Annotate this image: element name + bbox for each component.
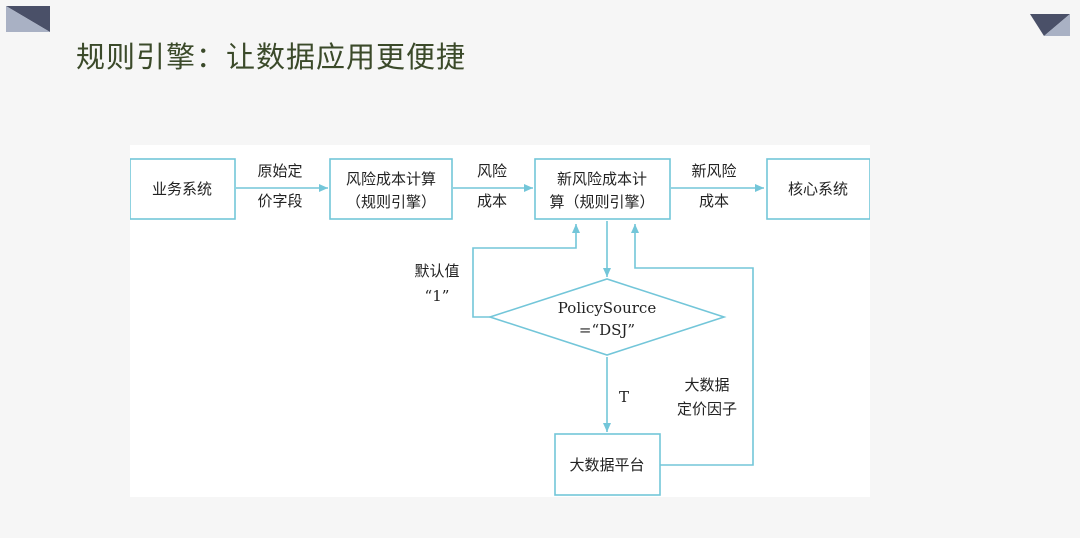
flowchart: 业务系统 风险成本计算 （规则引擎） 新风险成本计 算（规则引擎） 核心系统 P… xyxy=(130,158,870,496)
node-new-risk-cost-label-2: 算（规则引擎） xyxy=(549,193,654,211)
node-decision xyxy=(487,278,727,356)
node-risk-cost-calc xyxy=(329,158,453,220)
node-business-system-label: 业务系统 xyxy=(152,180,212,198)
edge-label-big-data-factor-1: 大数据 xyxy=(684,376,729,394)
node-decision-label-2: =“DSJ” xyxy=(579,321,635,339)
edge-factor-loop xyxy=(631,224,754,466)
node-big-data-platform-label: 大数据平台 xyxy=(569,456,644,474)
corner-decoration-top-left xyxy=(6,6,50,32)
node-core-system xyxy=(766,158,870,220)
edge-label-risk-cost-1: 风险 xyxy=(477,162,507,180)
edge-label-default-value-2: “1” xyxy=(425,287,450,305)
edge-label-new-risk-cost-2: 成本 xyxy=(699,192,729,210)
diagram-canvas: 业务系统 风险成本计算 （规则引擎） 新风险成本计 算（规则引擎） 核心系统 P… xyxy=(130,145,870,497)
slide-title: 规则引擎：让数据应用更便捷 xyxy=(76,40,467,74)
edge-label-default-value-1: 默认值 xyxy=(414,262,459,280)
edge-default-value-loop xyxy=(472,224,580,318)
node-new-risk-cost xyxy=(534,158,671,220)
edge-label-new-risk-cost-1: 新风险 xyxy=(691,162,736,180)
edge-label-true-branch: T xyxy=(619,388,629,406)
edge-label-orig-pricing-1: 原始定 xyxy=(257,162,302,180)
edge-label-risk-cost-2: 成本 xyxy=(477,192,507,210)
node-risk-cost-calc-label-2: （规则引擎） xyxy=(346,193,436,211)
edge-label-orig-pricing-2: 价字段 xyxy=(257,192,302,210)
node-big-data-platform xyxy=(554,433,661,496)
node-business-system xyxy=(130,158,236,220)
node-new-risk-cost-label-1: 新风险成本计 xyxy=(557,170,647,188)
edge-label-big-data-factor-2: 定价因子 xyxy=(677,400,737,418)
node-risk-cost-calc-label-1: 风险成本计算 xyxy=(346,170,436,188)
node-core-system-label: 核心系统 xyxy=(788,180,848,198)
node-decision-label-1: PolicySource xyxy=(558,299,657,317)
corner-decoration-top-right xyxy=(1030,14,1070,36)
